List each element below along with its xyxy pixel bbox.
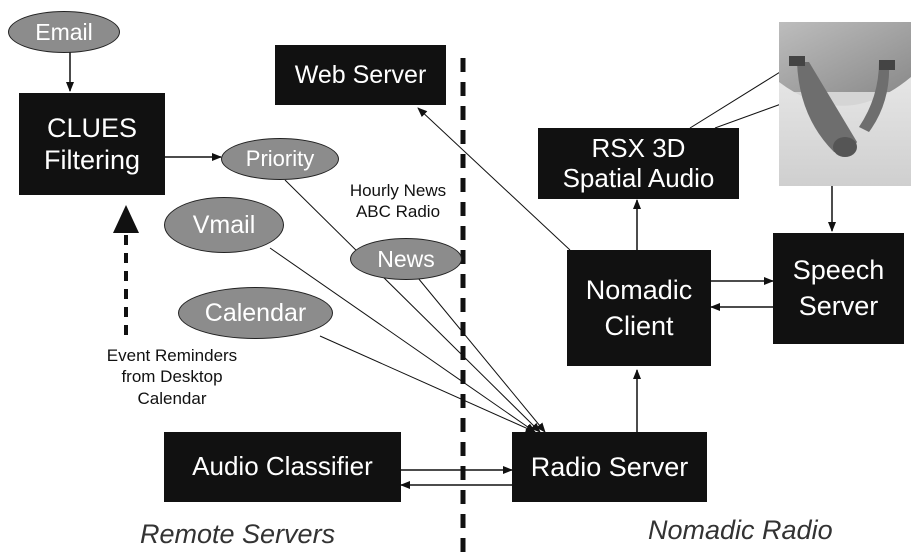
clues-line2: Filtering: [43, 145, 141, 175]
clues-filtering-box: CLUES Filtering: [19, 93, 165, 195]
speech-server-box: Speech Server: [773, 233, 904, 344]
rsx-line2: Spatial Audio: [562, 162, 715, 193]
priority-label: Priority: [245, 146, 315, 171]
speech-server-line1: Speech: [792, 255, 885, 286]
news-oval: News: [350, 238, 462, 280]
remote-servers-text: Remote Servers: [140, 519, 336, 549]
nomadic-radio-label: Nomadic Radio: [648, 515, 833, 546]
remote-servers-label: Remote Servers: [140, 519, 335, 550]
rsx-line1: RSX 3D: [591, 133, 686, 164]
event-reminders-line3: Calendar: [137, 388, 207, 408]
arrow-vmail-radio: [269, 247, 536, 433]
arrowhead-reminders: [113, 205, 139, 233]
event-reminders-line2: from Desktop: [121, 367, 223, 387]
radio-server-box: Radio Server: [512, 432, 707, 502]
rsx-spatial-audio-box: RSX 3D Spatial Audio: [538, 128, 739, 199]
vmail-label: Vmail: [192, 210, 256, 239]
arrow-client-web: [417, 107, 571, 251]
audio-classifier-box: Audio Classifier: [164, 432, 401, 502]
email-label: Email: [35, 18, 93, 45]
nomadic-client-line1: Nomadic: [585, 274, 693, 305]
audio-classifier-label: Audio Classifier: [192, 451, 373, 482]
arrow-rsx-left-speaker: [689, 63, 794, 129]
event-reminders-note: Event Reminders from Desktop Calendar: [82, 345, 262, 409]
nomadic-client-line2: Client: [604, 311, 674, 341]
event-reminders-line1: Event Reminders: [106, 346, 238, 365]
wearable-device-photo: [779, 22, 911, 186]
nomadic-client-box: Nomadic Client: [567, 250, 711, 366]
arrow-news-radio: [417, 277, 546, 433]
speech-server-line2: Server: [798, 290, 879, 321]
nomadic-radio-text: Nomadic Radio: [648, 515, 833, 545]
arrow-calendar-radio: [319, 335, 536, 433]
web-server-box: Web Server: [275, 45, 446, 105]
email-oval: Email: [8, 11, 120, 53]
radio-server-label: Radio Server: [530, 451, 689, 482]
arrow-priority-radio: [284, 179, 541, 433]
web-server-label: Web Server: [294, 61, 427, 89]
calendar-label: Calendar: [204, 298, 307, 327]
vmail-oval: Vmail: [164, 197, 284, 253]
hourly-news-note: Hourly News ABC Radio: [333, 180, 463, 223]
clues-line1: CLUES: [46, 112, 138, 143]
calendar-oval: Calendar: [178, 287, 333, 339]
priority-oval: Priority: [221, 138, 339, 180]
news-label: News: [377, 245, 435, 272]
hourly-news-line2: ABC Radio: [355, 202, 441, 222]
hourly-news-line1: Hourly News: [349, 181, 447, 200]
wearable-device-image: [779, 22, 911, 186]
